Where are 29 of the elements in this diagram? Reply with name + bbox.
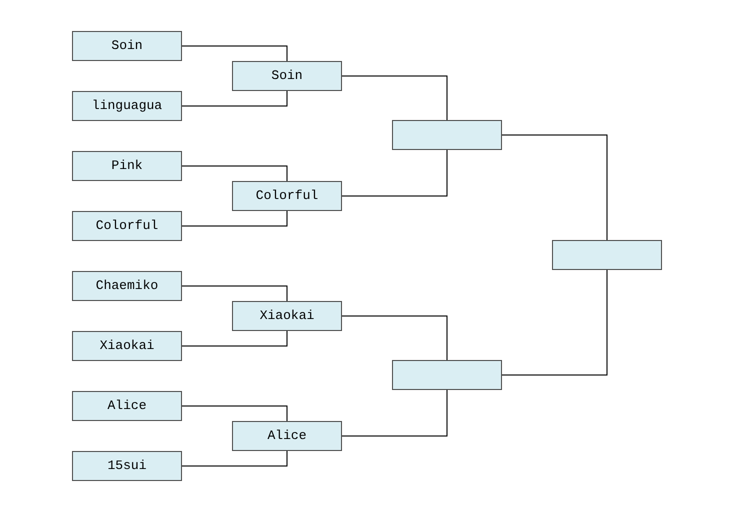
- player-box: Alice: [72, 391, 182, 421]
- empty-box: [392, 120, 502, 150]
- player-box: Chaemiko: [72, 271, 182, 301]
- player-box: Pink: [72, 151, 182, 181]
- bracket-connector: [502, 134, 608, 240]
- player-box: Colorful: [232, 181, 342, 211]
- bracket-connector: [182, 330, 288, 346]
- bracket-connector: [502, 270, 608, 376]
- bracket-connector: [182, 406, 288, 422]
- bracket-connector: [342, 390, 448, 436]
- player-box: linguagua: [72, 91, 182, 121]
- bracket-connector: [342, 76, 448, 120]
- player-box: Alice: [232, 421, 342, 451]
- bracket-connector: [182, 210, 288, 226]
- player-box: Soin: [72, 31, 182, 61]
- player-box: Xiaokai: [232, 301, 342, 331]
- bracket-connector: [342, 150, 448, 196]
- empty-box: [552, 240, 662, 270]
- player-box: Xiaokai: [72, 331, 182, 361]
- bracket-connector: [342, 316, 448, 360]
- bracket-connector: [182, 90, 288, 106]
- bracket-connector: [182, 46, 288, 62]
- player-box: Colorful: [72, 211, 182, 241]
- player-box: 15sui: [72, 451, 182, 481]
- bracket-connector: [182, 450, 288, 466]
- bracket-connector: [182, 286, 288, 302]
- empty-box: [392, 360, 502, 390]
- player-box: Soin: [232, 61, 342, 91]
- bracket-connector: [182, 166, 288, 182]
